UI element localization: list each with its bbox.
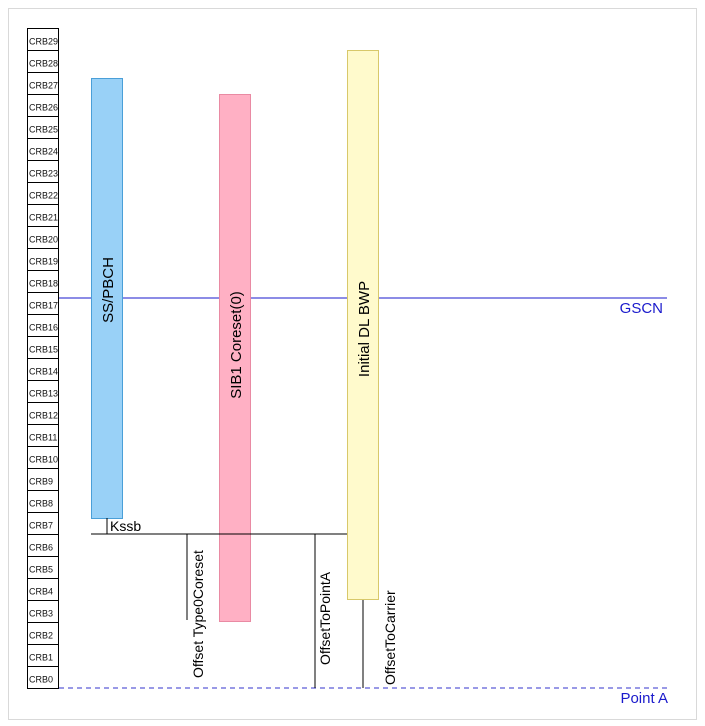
offset-to-carrier-label: OffsetToCarrier [382,590,398,685]
crb-label: CRB1 [29,653,53,663]
crb-label: CRB28 [29,59,58,69]
crb-label: CRB9 [29,477,53,487]
crb-label: CRB27 [29,81,58,91]
crb-label: CRB29 [29,37,58,47]
crb-label: CRB20 [29,235,58,245]
ss-pbch-block [91,78,123,519]
crb-label: CRB22 [29,191,58,201]
kssb-label: Kssb [110,518,141,534]
crb-label: CRB2 [29,631,53,641]
crb-label: CRB21 [29,213,58,223]
crb-label: CRB7 [29,521,53,531]
sib1-coreset-label: SIB1 Coreset(0) [228,291,245,399]
diagram-frame [8,8,697,720]
ss-pbch-label: SS/PBCH [100,257,117,323]
initial-dl-bwp-block [347,50,379,600]
gscn-label: GSCN [620,300,663,317]
crb-label: CRB14 [29,367,58,377]
crb-label: CRB11 [29,433,57,443]
crb-cell [27,28,59,51]
crb-label: CRB8 [29,499,53,509]
crb-label: CRB4 [29,587,53,597]
crb-column: CRB0 CRB1 CRB2 CRB3 CRB4 CRB5 CRB6 CRB7 CRB8 CRB9… [27,28,59,689]
offset-type0-label: Offset Type0Coreset [190,550,206,678]
crb-label: CRB24 [29,147,58,157]
crb-label: CRB3 [29,609,53,619]
crb-label: CRB13 [29,389,58,399]
offset-to-point-a-label: OffsetToPointA [317,571,333,665]
crb-label: CRB19 [29,257,58,267]
crb-label: CRB6 [29,543,53,553]
crb-label: CRB16 [29,323,58,333]
crb-label: CRB26 [29,103,58,113]
crb-label: CRB25 [29,125,58,135]
crb-label: CRB0 [29,675,53,685]
initial-dl-bwp-label: Initial DL BWP [356,281,373,377]
point-a-label: Point A [620,690,668,707]
crb-label: CRB10 [29,455,58,465]
crb-label: CRB17 [29,301,58,311]
crb-label: CRB15 [29,345,58,355]
crb-label: CRB5 [29,565,53,575]
crb-label: CRB18 [29,279,58,289]
crb-label: CRB12 [29,411,58,421]
crb-label: CRB23 [29,169,58,179]
